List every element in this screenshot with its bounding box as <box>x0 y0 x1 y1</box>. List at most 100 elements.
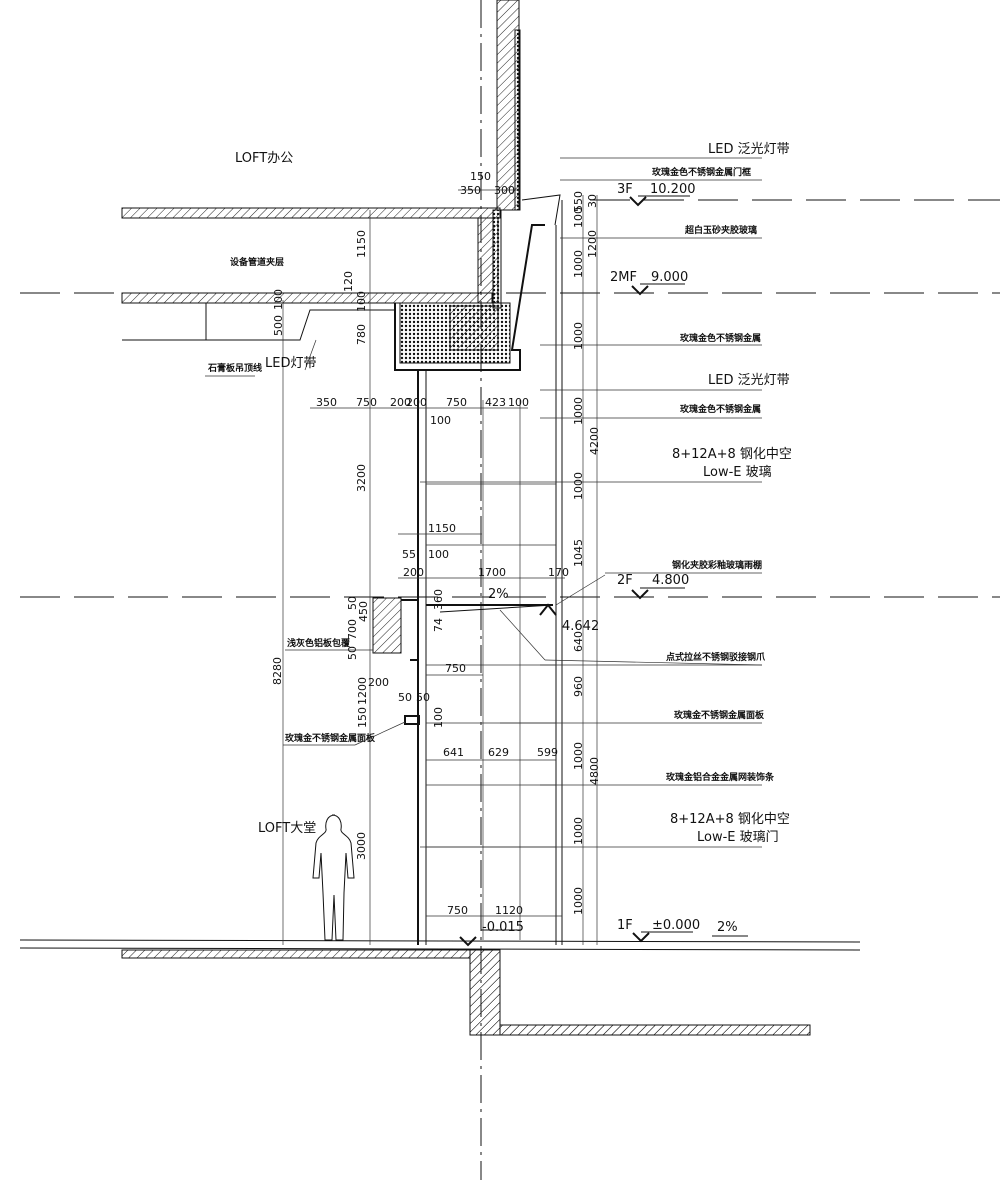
dimensions-right-vertical-upper: 550 100 30 1200 1000 1000 1000 1000 1045… <box>572 191 601 567</box>
svg-text:1700: 1700 <box>478 566 506 579</box>
room-label-mezzanine: 设备管道夹层 <box>230 256 284 268</box>
svg-text:1000: 1000 <box>572 817 585 845</box>
svg-text:350: 350 <box>316 396 337 409</box>
dimensions-column-vertical: 50 450 700 50 1200 150 100 360 74 <box>346 589 445 728</box>
svg-text:浅灰色铝板包覆: 浅灰色铝板包覆 <box>287 637 351 649</box>
fascia-outline <box>394 224 545 371</box>
svg-text:550: 550 <box>572 191 585 212</box>
svg-text:750: 750 <box>356 396 377 409</box>
dimensions-right-vertical-lower: 640 960 1000 1000 1000 4800 <box>572 631 601 915</box>
svg-text:750: 750 <box>445 662 466 675</box>
svg-text:1000: 1000 <box>572 250 585 278</box>
level-marker-inside: -0.015 <box>459 920 524 947</box>
ground-line-2 <box>19 947 861 951</box>
svg-text:500: 500 <box>272 315 285 336</box>
upper-slab <box>121 207 501 219</box>
svg-text:9.000: 9.000 <box>651 270 688 285</box>
level-marker-2mf: 2MF 9.000 <box>610 270 688 296</box>
svg-text:120: 120 <box>342 271 355 292</box>
level-marker-1f: 1F ±0.000 2% <box>617 918 748 943</box>
svg-text:629: 629 <box>488 746 509 759</box>
svg-text:100: 100 <box>432 707 445 728</box>
svg-text:LED 泛光灯带: LED 泛光灯带 <box>708 373 790 388</box>
svg-text:200: 200 <box>403 566 424 579</box>
right-callouts: LED 泛光灯带 玫瑰金色不锈钢金属门框 超白玉砂夹胶玻璃 玫瑰金色不锈钢金属 … <box>652 142 792 845</box>
svg-text:750: 750 <box>446 396 467 409</box>
svg-text:350: 350 <box>460 184 481 197</box>
svg-text:300: 300 <box>494 184 515 197</box>
svg-text:2MF: 2MF <box>610 270 637 285</box>
svg-text:玫瑰金色不锈钢金属: 玫瑰金色不锈钢金属 <box>680 332 761 344</box>
svg-text:1000: 1000 <box>572 397 585 425</box>
svg-text:100: 100 <box>272 289 285 310</box>
svg-text:1120: 1120 <box>495 904 523 917</box>
beam <box>449 305 499 351</box>
svg-text:100: 100 <box>572 207 585 228</box>
dimensions-door-row: 750 641 629 599 <box>426 662 558 761</box>
canopy-claw <box>539 603 557 616</box>
svg-text:74: 74 <box>432 618 445 632</box>
callout-leaders <box>420 157 762 848</box>
svg-text:200: 200 <box>368 676 389 689</box>
svg-text:1000: 1000 <box>572 322 585 350</box>
svg-text:玫瑰金色不锈钢金属门框: 玫瑰金色不锈钢金属门框 <box>652 166 751 178</box>
svg-text:100: 100 <box>430 414 451 427</box>
level-marker-2f: 2F 4.800 <box>617 573 689 600</box>
svg-text:3000: 3000 <box>355 832 368 860</box>
room-label-loft-lobby: LOFT大堂 <box>258 821 316 836</box>
svg-text:Low-E 玻璃门: Low-E 玻璃门 <box>697 830 779 845</box>
level-marker-3f: 3F 10.200 <box>617 182 696 207</box>
svg-text:1200: 1200 <box>586 230 599 258</box>
person-silhouette <box>312 814 355 941</box>
svg-text:±0.000: ±0.000 <box>652 918 700 933</box>
svg-text:Low-E 玻璃: Low-E 玻璃 <box>703 465 772 480</box>
leader <box>499 609 546 661</box>
svg-text:100: 100 <box>428 548 449 561</box>
svg-text:8+12A+8 钢化中空: 8+12A+8 钢化中空 <box>670 812 790 827</box>
ceiling-line <box>122 309 395 341</box>
svg-text:玫瑰金不锈钢金属面板: 玫瑰金不锈钢金属面板 <box>674 709 765 721</box>
svg-text:55: 55 <box>402 548 416 561</box>
svg-text:2%: 2% <box>717 920 738 935</box>
leader <box>555 574 606 606</box>
svg-text:700: 700 <box>346 619 359 640</box>
svg-text:玫瑰金色不锈钢金属: 玫瑰金色不锈钢金属 <box>680 403 761 415</box>
svg-text:960: 960 <box>572 676 585 697</box>
svg-text:2F: 2F <box>617 573 633 588</box>
foundation-footing <box>499 1024 811 1036</box>
svg-text:-0.015: -0.015 <box>482 920 524 935</box>
svg-text:780: 780 <box>355 324 368 345</box>
svg-text:3200: 3200 <box>355 464 368 492</box>
svg-text:LED 泛光灯带: LED 泛光灯带 <box>708 142 790 157</box>
svg-text:200: 200 <box>406 396 427 409</box>
svg-text:50: 50 <box>346 596 359 610</box>
svg-text:10.200: 10.200 <box>650 182 696 197</box>
svg-text:4.800: 4.800 <box>652 573 689 588</box>
upper-wall-insulation <box>514 29 521 211</box>
svg-text:599: 599 <box>537 746 558 759</box>
svg-text:4200: 4200 <box>588 427 601 455</box>
svg-text:1150: 1150 <box>355 230 368 258</box>
svg-text:30: 30 <box>586 194 599 208</box>
ground-line <box>19 939 861 943</box>
svg-text:150: 150 <box>356 707 369 728</box>
svg-text:640: 640 <box>572 631 585 652</box>
svg-text:1000: 1000 <box>572 472 585 500</box>
led-box <box>521 194 561 226</box>
svg-text:1045: 1045 <box>572 539 585 567</box>
svg-text:8+12A+8 钢化中空: 8+12A+8 钢化中空 <box>672 447 792 462</box>
svg-text:LED灯带: LED灯带 <box>265 356 316 371</box>
svg-text:50: 50 <box>398 691 412 704</box>
mezzanine-slab <box>121 292 493 304</box>
column-cladding <box>372 597 402 654</box>
canopy-slope: 2% <box>488 587 509 602</box>
insulation <box>492 209 502 309</box>
dimensions-ceiling-row: 350 750 200 200 750 423 100 100 <box>310 396 529 427</box>
svg-text:450: 450 <box>357 601 370 622</box>
svg-text:170: 170 <box>548 566 569 579</box>
svg-text:8280: 8280 <box>271 657 284 685</box>
panel-box <box>404 715 420 725</box>
dimensions-column-small: 200 50 50 <box>368 676 430 704</box>
left-callouts: 石膏板吊顶线 LED灯带 浅灰色铝板包覆 玫瑰金不锈钢金属面板 <box>205 339 406 746</box>
